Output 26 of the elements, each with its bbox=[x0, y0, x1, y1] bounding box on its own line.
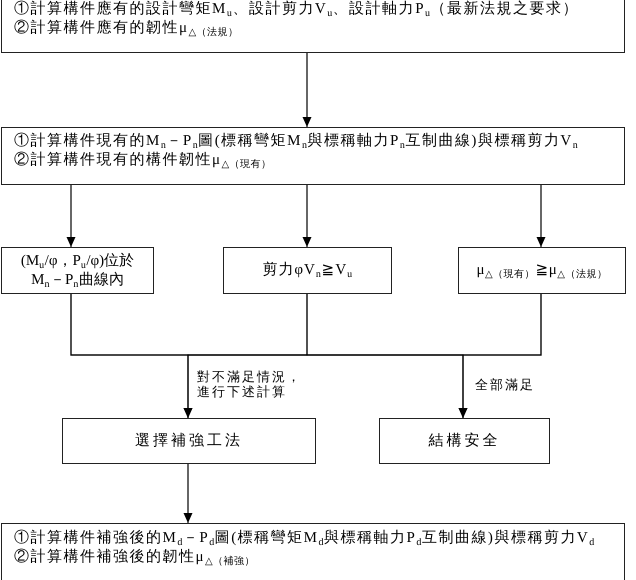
arrow bbox=[66, 185, 76, 247]
process-box bbox=[1, 523, 625, 580]
result-box bbox=[379, 418, 550, 464]
step-text: ①計算構件現有的M$_{n}$－P$_{n}$圖(標稱彎矩M$_{n}$與標稱軸力P$_{n}$互制曲線)與標稱剪力V$_{n}$ bbox=[14, 132, 580, 151]
arrow bbox=[302, 53, 312, 127]
arrow bbox=[184, 464, 192, 523]
condition-box bbox=[458, 247, 626, 294]
step-text: ②計算構件補強後的韌性μ$_{△（補強）}$ bbox=[14, 548, 256, 567]
step-text: ①計算構件應有的設計彎矩M$_{u}$、設計剪力V$_{u}$、設計軸力P$_{u}$（最新法規之要求） bbox=[14, 0, 580, 19]
condition-text: (M$_{u}$/φ，P$_{u}$/φ)位於M$_{n}$－P$_{n}$曲線內 bbox=[20, 252, 136, 290]
condition-text: μ$_{△（現有）}$≧μ$_{△（法規）}$ bbox=[476, 261, 608, 280]
condition-box bbox=[223, 247, 392, 294]
arrow bbox=[458, 294, 542, 418]
condition-box bbox=[1, 247, 154, 294]
condition-text: 剪力φV$_{n}$≧V$_{u}$ bbox=[262, 261, 353, 280]
arrow bbox=[302, 185, 312, 247]
step-text: ①計算構件補強後的M$_{d}$－P$_{d}$圖(標稱彎矩M$_{d}$與標稱軸力P$_{d}$互制曲線)與標稱剪力V$_{d}$ bbox=[14, 529, 596, 548]
step-text: ②計算構件應有的韌性μ$_{△（法規）}$ bbox=[14, 19, 240, 38]
step-text: ②計算構件現有的構件韌性μ$_{△（現有）}$ bbox=[14, 151, 273, 170]
step-text: 選擇補強工法 bbox=[135, 432, 243, 450]
process-box bbox=[62, 418, 316, 464]
process-box bbox=[1, 0, 625, 53]
edge-label: 全部滿足 bbox=[475, 377, 535, 392]
step-text: 結構安全 bbox=[428, 432, 500, 450]
process-box bbox=[1, 127, 625, 185]
arrow bbox=[536, 185, 546, 247]
